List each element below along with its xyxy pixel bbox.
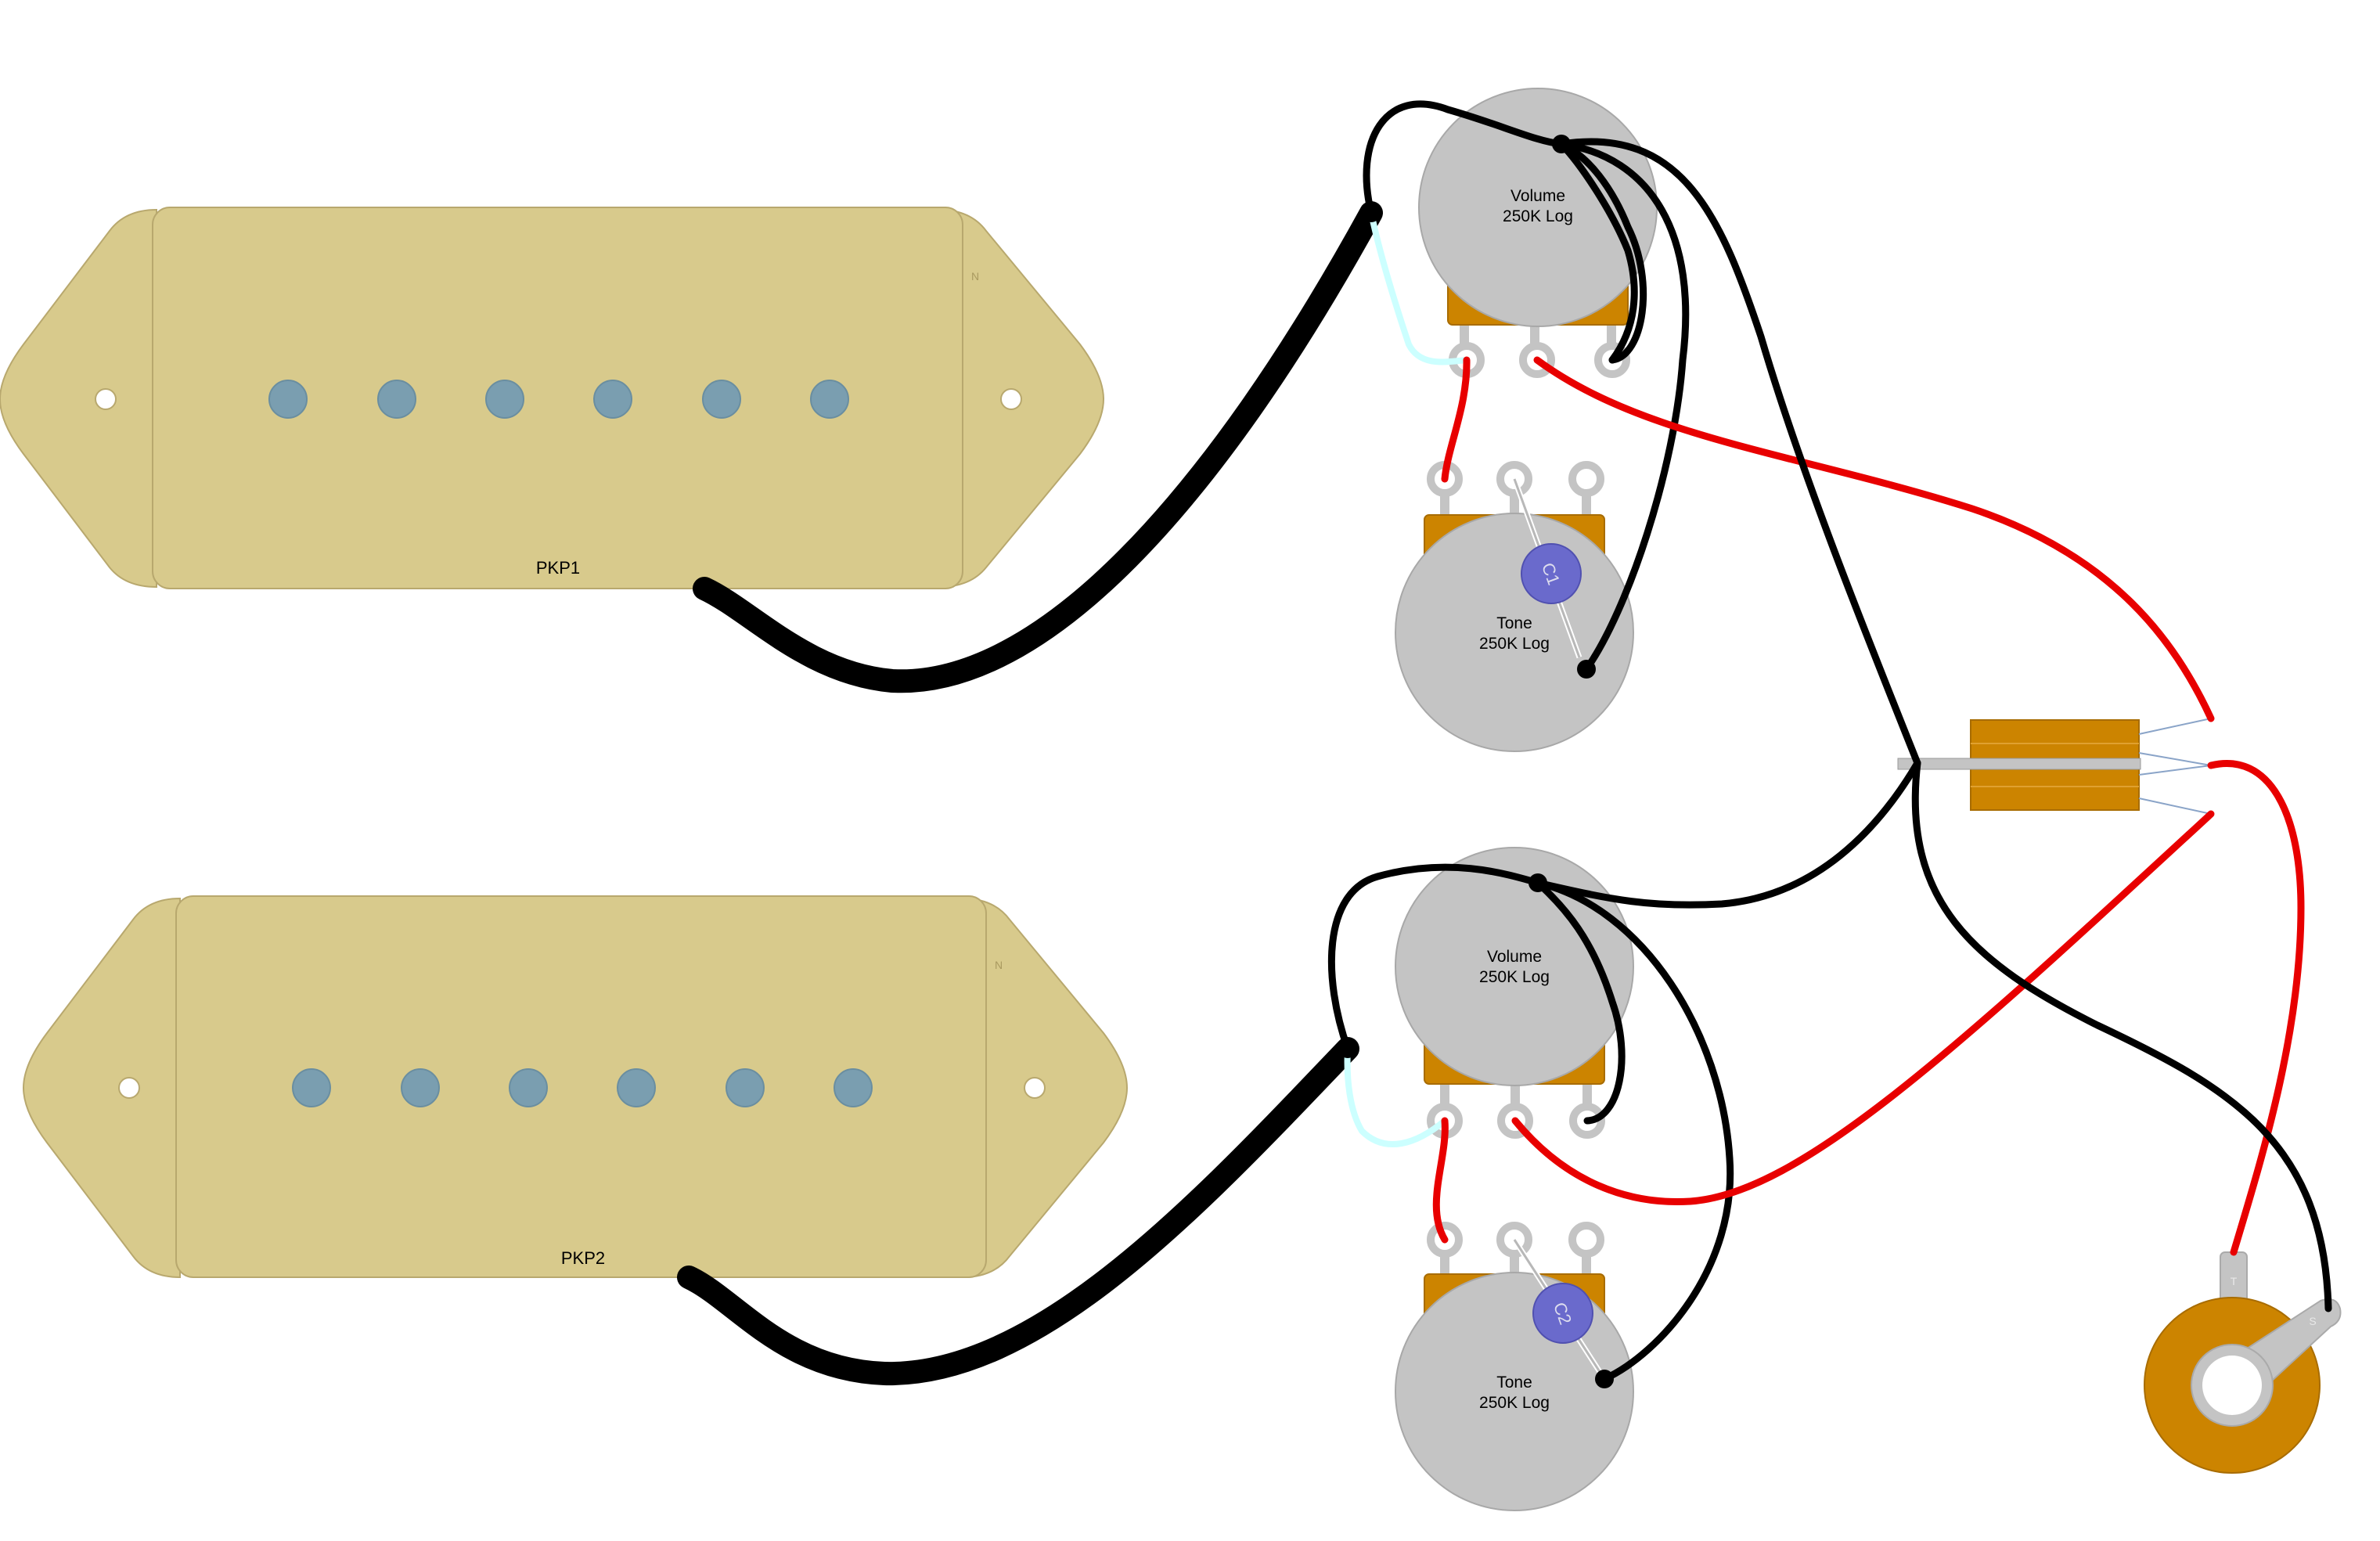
capacitor-c1 — [1521, 543, 1582, 604]
volume-2-to-switch-hot — [1511, 810, 2215, 1206]
pole-piece — [268, 380, 308, 419]
pole-piece — [509, 1068, 548, 1107]
tone-pot-1: Tone 250K Log C1 — [1395, 461, 1634, 752]
tone-pot-2-value: 250K Log — [1479, 1394, 1550, 1412]
volume-2-to-tone-2-ground — [1534, 879, 1734, 1383]
pickup-1-pole-pieces — [268, 380, 849, 419]
pickup-1: N PKP1 — [0, 207, 1105, 589]
volume-pot-2-value: 250K Log — [1479, 968, 1550, 986]
jack-hole — [2202, 1356, 2262, 1415]
pickup-1-mount-ear-left — [0, 208, 157, 589]
solder-joint — [1528, 873, 1547, 892]
tone-pot-2-name: Tone — [1496, 1374, 1532, 1392]
pole-piece — [377, 380, 416, 419]
pickup-2-pole-pieces — [292, 1068, 873, 1107]
switch-to-jack-hot — [2207, 760, 2305, 1256]
solder-joints — [1338, 135, 1614, 1388]
volume-pot-2-lug-stem — [1440, 1078, 1449, 1110]
volume-1-to-tone-1-hot — [1441, 356, 1471, 483]
pickup-2-mount-hole-left — [118, 1077, 140, 1099]
pickup-2-cable — [677, 1037, 1359, 1386]
solder-joint — [1338, 1039, 1357, 1058]
volume-1-lug3-to-ground — [1557, 140, 1647, 364]
solder-joint — [1595, 1370, 1614, 1388]
tone-pot-1-name: Tone — [1496, 614, 1532, 632]
pole-piece — [485, 380, 524, 419]
capacitor-c2 — [1532, 1283, 1593, 1344]
pole-piece — [810, 380, 849, 419]
tone-pot-1-value: 250K Log — [1479, 635, 1550, 653]
volume-pot-1-value: 250K Log — [1503, 207, 1573, 225]
pole-piece — [593, 380, 632, 419]
solder-joint — [1577, 660, 1596, 679]
volume-pot-2-lug-stem — [1582, 1078, 1592, 1110]
volume-2-ground-to-switch — [1534, 759, 1921, 909]
volume-pot-1: Volume 250K Log — [1418, 88, 1658, 378]
switch-terminal-lead — [2138, 765, 2212, 776]
switch-terminal-lead — [2138, 718, 2212, 735]
jack-tip-label: T — [2231, 1275, 2238, 1287]
pickup-2-cover — [175, 895, 987, 1278]
volume-1-to-switch-hot — [1533, 356, 2215, 722]
volume-1-to-tone-1-ground — [1557, 140, 1690, 673]
pickup-1-cable — [693, 201, 1383, 693]
pickup-selector-switch — [1897, 718, 2212, 815]
tone-pot-1-body — [1395, 513, 1634, 752]
pickup-1-polarity-label: N — [971, 270, 979, 283]
volume-pot-2: Volume 250K Log — [1395, 847, 1634, 1139]
tone-pot-2-body — [1395, 1272, 1634, 1511]
tone-pot-2-lug-3 — [1568, 1222, 1604, 1258]
pole-piece — [834, 1068, 873, 1107]
solder-joint — [1552, 135, 1571, 153]
pickup-1-ground-lead — [1363, 100, 1565, 217]
switch-terminal-lead — [2138, 798, 2212, 815]
switch-lever — [1897, 758, 2141, 770]
switch-to-jack-ground — [1911, 759, 2332, 1312]
pickup-2-mount-hole-right — [1024, 1077, 1046, 1099]
pickup-1-hot-lead — [1368, 210, 1470, 365]
pickup-1-label: PKP1 — [536, 558, 580, 578]
pickup-1-cover — [152, 207, 963, 589]
pole-piece — [617, 1068, 656, 1107]
pickup-2-polarity-label: N — [995, 959, 1003, 971]
pickup-2-hot-lead — [1344, 1046, 1448, 1147]
pole-piece — [292, 1068, 331, 1107]
switch-terminal-lead — [2138, 752, 2212, 766]
pole-piece — [726, 1068, 765, 1107]
volume-pot-2-name: Volume — [1487, 948, 1542, 966]
pickup-2-ground-lead — [1327, 863, 1542, 1053]
pickup-1-mount-hole-right — [1000, 388, 1022, 410]
tone-pot-1-lug-3 — [1568, 461, 1604, 497]
volume-1-case-ground — [1557, 140, 1638, 364]
pickup-2: N PKP2 — [22, 895, 1129, 1279]
pole-piece — [702, 380, 741, 419]
volume-pot-2-body — [1395, 847, 1634, 1086]
output-jack: T S — [2144, 1251, 2342, 1474]
volume-2-to-tone-2-hot — [1432, 1117, 1449, 1244]
volume-1-ground-to-switch — [1557, 138, 1921, 767]
pole-piece — [401, 1068, 440, 1107]
tone-pot-2: Tone 250K Log C2 — [1395, 1222, 1634, 1511]
volume-2-lug3-to-ground — [1534, 879, 1626, 1125]
solder-joint — [1362, 203, 1381, 222]
jack-sleeve-label: S — [2309, 1315, 2316, 1327]
volume-pot-2-lug-stem — [1510, 1078, 1520, 1110]
wires — [677, 100, 2332, 1386]
pickup-2-mount-ear-left — [22, 897, 181, 1279]
pickup-1-mount-hole-left — [95, 388, 117, 410]
volume-pot-1-name: Volume — [1510, 187, 1565, 205]
pickup-2-label: PKP2 — [561, 1248, 605, 1268]
